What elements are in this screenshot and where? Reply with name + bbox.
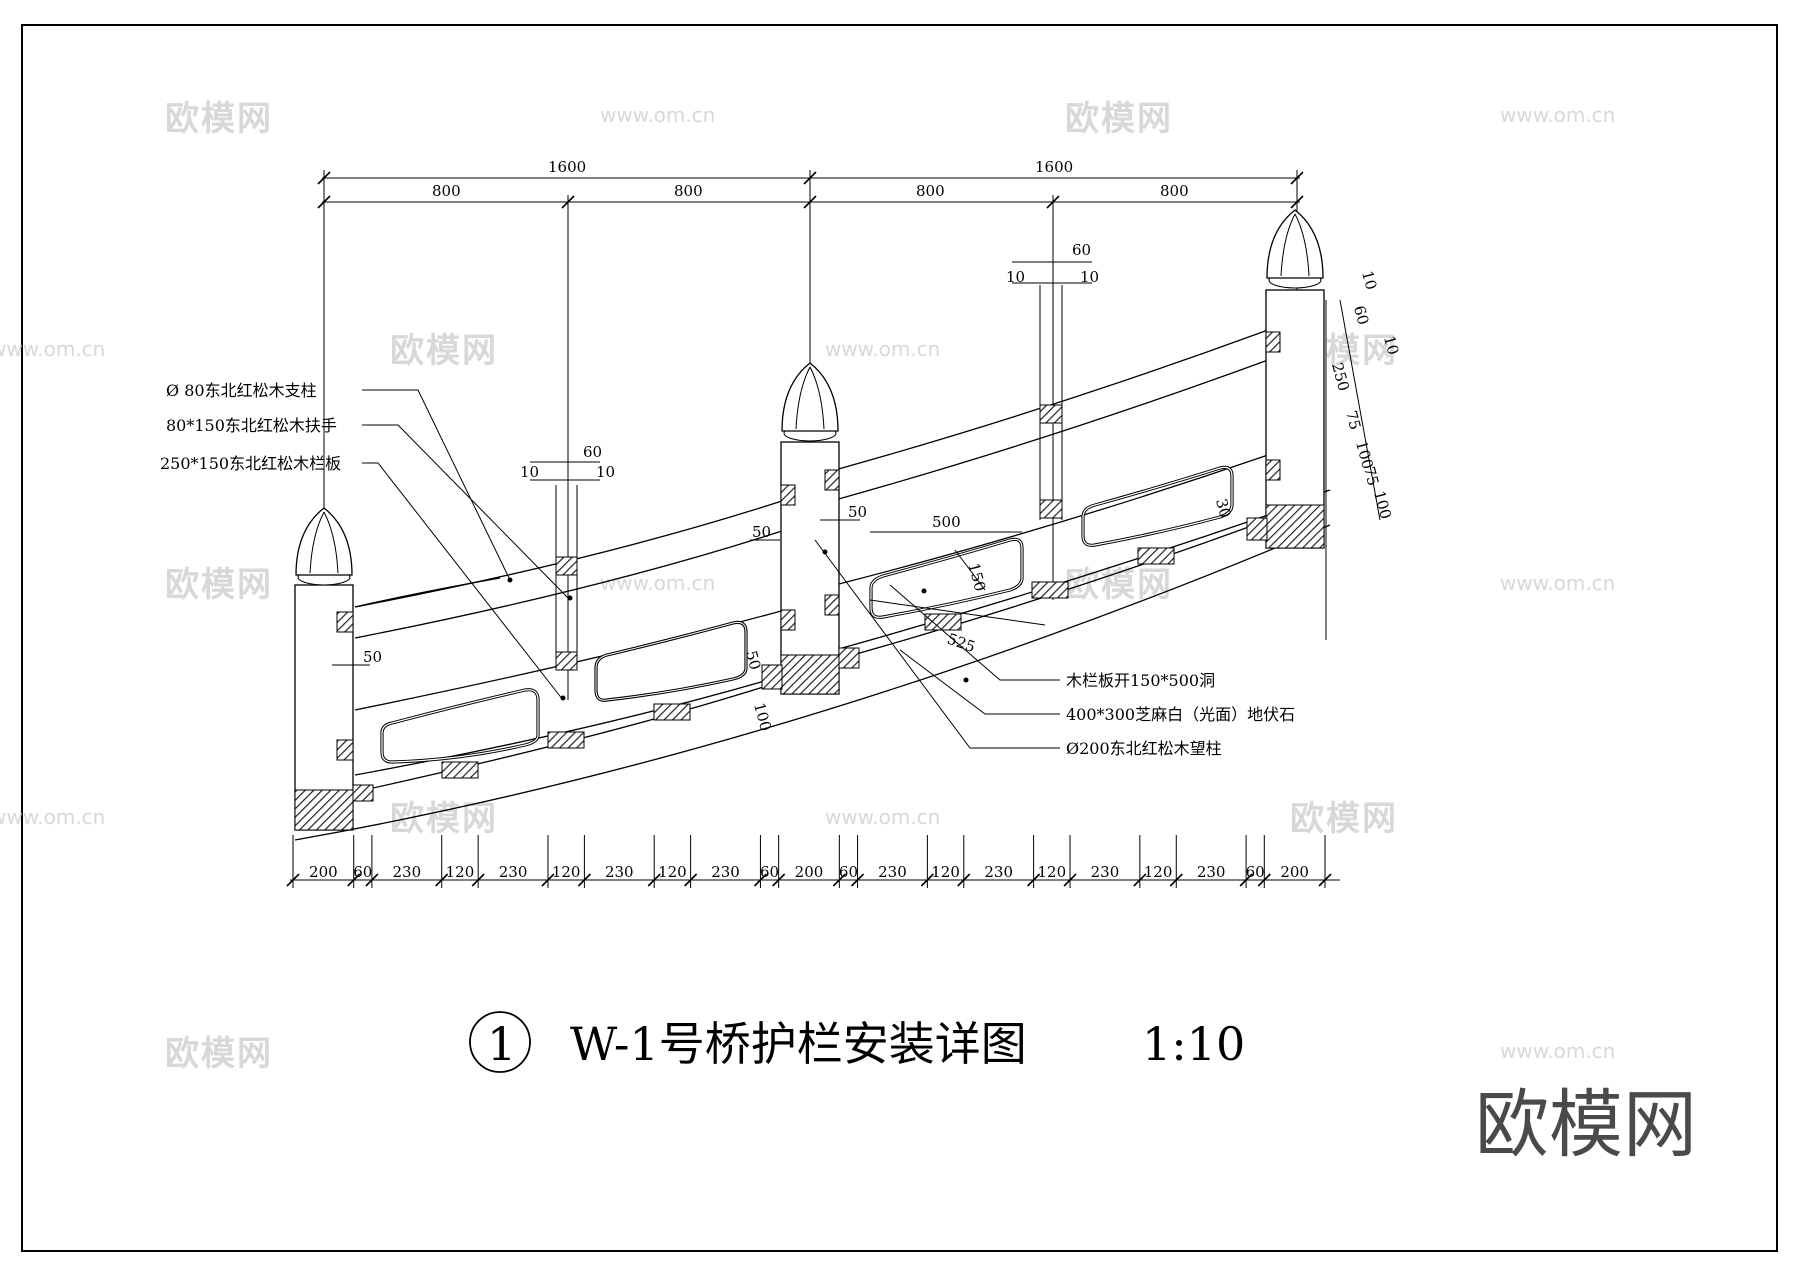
- dim-60: 60: [1072, 241, 1091, 259]
- watermark-url: www.om.cn: [0, 805, 105, 829]
- board-hole: [594, 620, 748, 702]
- dim-60: 60: [1350, 304, 1372, 327]
- dim-bottom-segment: 230: [605, 863, 634, 881]
- dim-10: 10: [596, 463, 615, 481]
- label-main-post: Ø200东北红松木望柱: [1066, 739, 1222, 758]
- dim-bottom-segment: 60: [1246, 863, 1265, 881]
- dim-60: 60: [583, 443, 602, 461]
- dim-bottom-segment: 60: [760, 863, 779, 881]
- watermark-url: www.om.cn: [600, 103, 715, 127]
- detail-dimensions: 60 10 10 60 10 10 50 50 50 500 525 150 5…: [332, 241, 1402, 733]
- dim-bottom-segment: 120: [931, 863, 960, 881]
- watermark: 欧模网: [390, 799, 498, 839]
- dim-100: 100: [1370, 489, 1395, 521]
- dim-525: 525: [945, 630, 978, 657]
- dim-bottom-segment: 60: [839, 863, 858, 881]
- label-support-post: Ø 80东北红松木支柱: [166, 381, 317, 400]
- main-post: [761, 362, 860, 695]
- drawing-title-block: 1 W-1号桥护栏安装详图 1:10: [469, 1011, 1245, 1073]
- dim-bottom-segment: 120: [658, 863, 687, 881]
- dim-30: 30: [1212, 497, 1234, 520]
- dim-75: 75: [1360, 465, 1382, 488]
- dim-sub-span: 800: [1160, 182, 1189, 200]
- dim-sub-span: 800: [916, 182, 945, 200]
- dim-bottom-segment: 230: [393, 863, 422, 881]
- drawing-scale: 1:10: [1142, 1017, 1245, 1071]
- watermark: 欧模网: [390, 331, 498, 371]
- dim-50: 50: [848, 503, 867, 521]
- dim-10: 10: [1380, 334, 1402, 357]
- watermark: 欧模网: [165, 1034, 273, 1074]
- dim-bottom-segment: 200: [795, 863, 824, 881]
- dim-bottom-segment: 230: [499, 863, 528, 881]
- dim-bottom-segment: 120: [1038, 863, 1067, 881]
- main-post: [294, 507, 374, 831]
- dim-50: 50: [742, 649, 764, 672]
- label-board-hole: 木栏板开150*500洞: [1066, 671, 1215, 690]
- dim-10: 10: [1006, 268, 1025, 286]
- dim-sub-span: 800: [674, 182, 703, 200]
- drawing-title: W-1号桥护栏安装详图: [570, 1017, 1027, 1071]
- watermark-url: www.om.cn: [1500, 1039, 1615, 1063]
- drawing-number: 1: [487, 1017, 516, 1071]
- dim-bottom-segment: 120: [552, 863, 581, 881]
- dim-bottom-segment: 230: [711, 863, 740, 881]
- dim-500: 500: [932, 513, 961, 531]
- dim-10: 10: [1080, 268, 1099, 286]
- dim-10: 10: [1358, 269, 1380, 292]
- watermark-layer: 欧模网 www.om.cn 欧模网 www.om.cn 欧模网 www.om.c…: [0, 99, 1615, 1074]
- brand-logo: 欧模网: [1475, 1082, 1697, 1168]
- dim-75: 75: [1342, 409, 1364, 432]
- drawing-frame: [21, 24, 1778, 1252]
- dim-bottom-segment: 230: [1197, 863, 1226, 881]
- dim-bottom-segment: 230: [984, 863, 1013, 881]
- dim-top-span: 1600: [1035, 158, 1073, 176]
- label-rail-board: 250*150东北红松木栏板: [160, 454, 341, 473]
- dim-bottom-segment: 200: [1280, 863, 1309, 881]
- dim-bottom-segment: 230: [878, 863, 907, 881]
- bottom-dimensions: 200 60 230 120 230 120 230 120 230 60 200 60 230 120 2…: [286, 835, 1340, 888]
- dim-50: 50: [363, 648, 382, 666]
- watermark: 欧模网: [165, 99, 273, 139]
- watermark-url: www.om.cn: [825, 337, 940, 361]
- main-post: [1246, 209, 1325, 549]
- support-post: [1039, 285, 1063, 520]
- watermark: 欧模网: [165, 565, 273, 605]
- watermark-url: www.om.cn: [1500, 571, 1615, 595]
- board-hole: [1081, 465, 1234, 547]
- railing-elevation: [294, 209, 1331, 841]
- dim-150: 150: [964, 561, 989, 593]
- dim-sub-span: 800: [432, 182, 461, 200]
- dim-100: 100: [750, 701, 775, 733]
- dim-bottom-segment: 230: [1091, 863, 1120, 881]
- annotation-leaders: [362, 389, 1060, 749]
- board-hole: [869, 537, 1024, 619]
- dim-top-span: 1600: [548, 158, 586, 176]
- dim-bottom-segment: 120: [446, 863, 475, 881]
- watermark: 欧模网: [1065, 99, 1173, 139]
- dim-bottom-segment: 200: [309, 863, 338, 881]
- dim-10: 10: [520, 463, 539, 481]
- support-post: [555, 485, 578, 671]
- watermark: 欧模网: [1290, 799, 1398, 839]
- label-handrail: 80*150东北红松木扶手: [166, 416, 337, 435]
- dim-50: 50: [752, 523, 771, 541]
- dim-bottom-segment: 60: [353, 863, 372, 881]
- watermark-url: www.om.cn: [0, 337, 105, 361]
- label-ground-stone: 400*300芝麻白（光面）地伏石: [1066, 705, 1295, 724]
- watermark-url: www.om.cn: [825, 805, 940, 829]
- watermark-url: www.om.cn: [600, 571, 715, 595]
- dim-bottom-segment: 120: [1144, 863, 1173, 881]
- board-hole: [380, 688, 540, 764]
- watermark-url: www.om.cn: [1500, 103, 1615, 127]
